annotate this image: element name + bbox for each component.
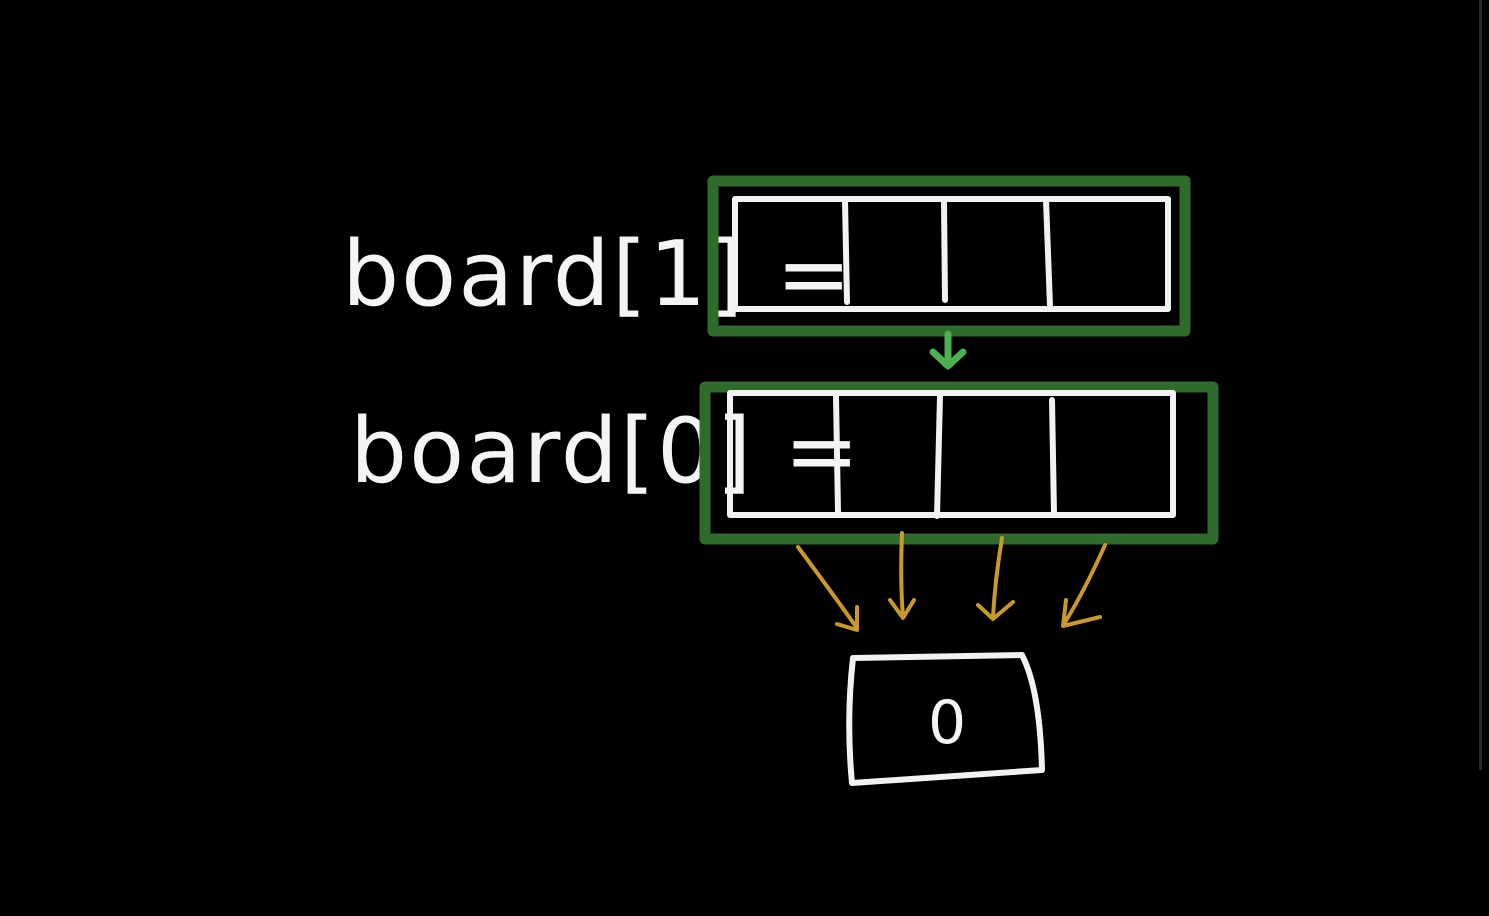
top-array-divider-3	[1043, 197, 1053, 309]
result-value: 0	[928, 688, 966, 758]
bottom-array-divider-3	[1049, 397, 1057, 517]
reduce-arrow-3	[976, 536, 1015, 621]
vertical-scrollbar[interactable]	[1479, 0, 1482, 770]
bottom-array-divider-2	[934, 393, 943, 519]
top-array-divider-2	[941, 200, 948, 303]
result-box: 0	[846, 652, 1045, 786]
top-array-divider-1	[842, 198, 850, 305]
reduce-arrow-2	[888, 531, 916, 620]
bottom-row-highlight	[699, 381, 1219, 545]
label-board-0: board[0] =	[350, 399, 861, 504]
reduce-arrow-1	[796, 545, 859, 632]
top-row-array	[732, 196, 1171, 312]
result-box-outline	[846, 652, 1045, 786]
bottom-row-array	[727, 390, 1176, 519]
top-array-outline	[732, 196, 1171, 312]
reduce-arrow-4	[1061, 543, 1107, 628]
shift-down-arrow	[929, 330, 967, 370]
bottom-array-divider-1	[833, 393, 841, 515]
bottom-array-outline	[727, 390, 1176, 518]
reduce-arrows	[796, 531, 1107, 632]
